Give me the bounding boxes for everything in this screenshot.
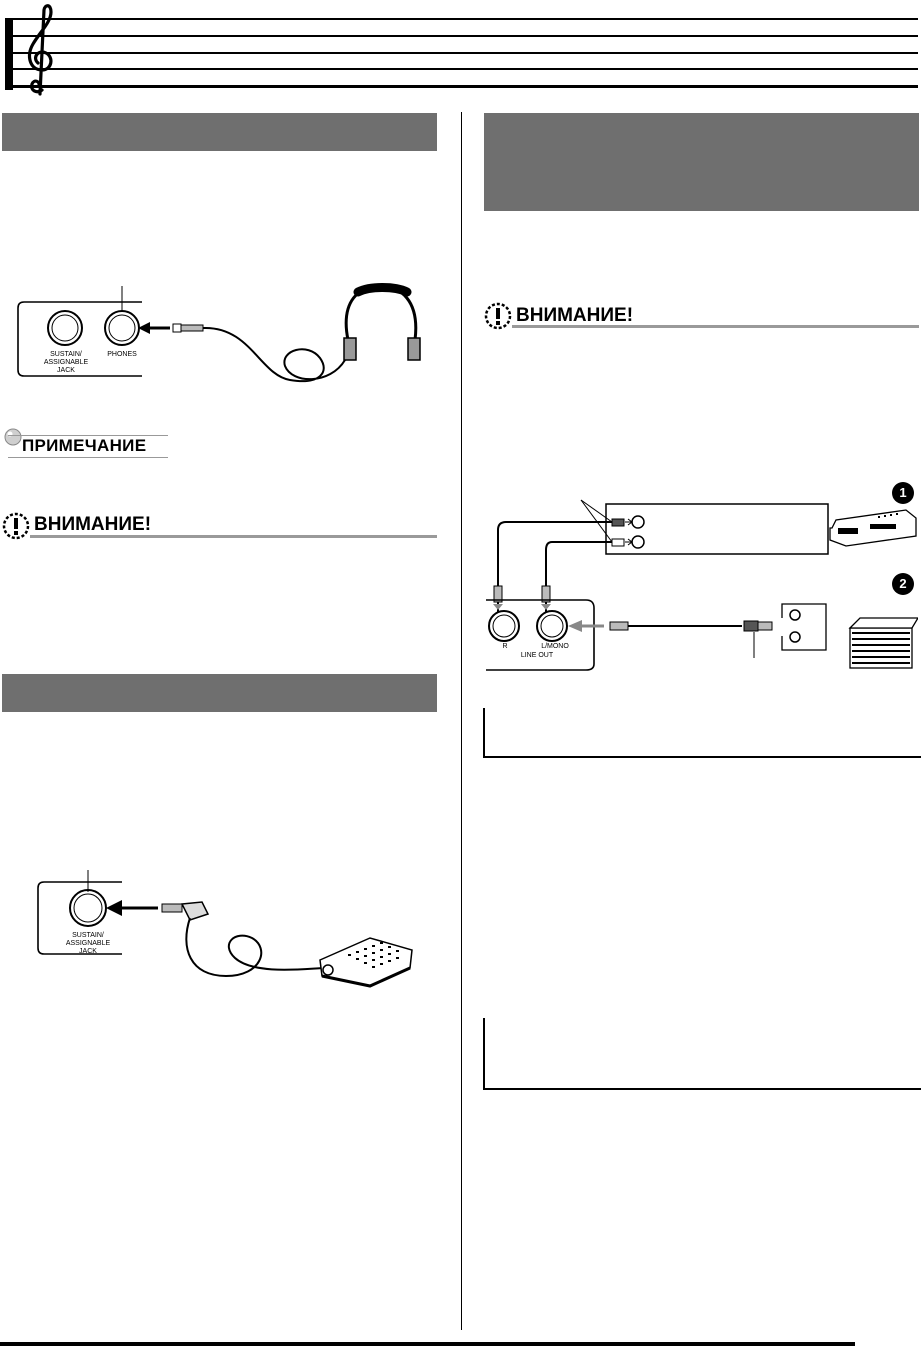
section-bar-sustain — [2, 674, 437, 712]
warning-exclamation-icon — [2, 512, 30, 540]
section-bar-line-out — [484, 113, 919, 211]
section-bar-phones — [2, 113, 437, 151]
sustain-pedal-figure — [37, 870, 413, 988]
header-black-block — [5, 18, 13, 90]
warning-rule — [512, 325, 919, 328]
subheading-box-2 — [483, 1018, 921, 1090]
headphones-connection-figure — [17, 283, 421, 383]
treble-clef-icon — [28, 4, 53, 96]
line-out-connection-figure — [486, 482, 918, 671]
warning-exclamation-icon — [484, 302, 512, 330]
jack-label-phones: PHONES — [107, 351, 137, 358]
line-out-label-r: R — [502, 643, 508, 650]
staff-line — [13, 68, 918, 70]
line-out-label-lmono: L/MONO — [541, 643, 569, 650]
note-label: ПРИМЕЧАНИЕ — [22, 436, 147, 455]
line-out-label: LINE OUT — [520, 652, 554, 659]
staff-line — [13, 85, 918, 88]
staff-line — [13, 52, 918, 54]
warning-rule — [30, 535, 437, 538]
column-divider — [461, 112, 462, 1330]
badge-2: 2 — [899, 576, 907, 591]
badge-1: 1 — [899, 485, 907, 500]
jack-label-sustain-2: SUSTAIN/ ASSIGNABLE JACK — [65, 932, 111, 955]
staff-line — [13, 18, 918, 20]
staff-line — [13, 35, 918, 37]
footer-rule — [0, 1342, 855, 1346]
jack-label-sustain: SUSTAIN/ ASSIGNABLE JACK — [43, 351, 89, 374]
warning-label: ВНИМАНИЕ! — [34, 514, 152, 535]
note-label-box — [8, 435, 168, 458]
subheading-box-1 — [483, 708, 921, 758]
warning-label: ВНИМАНИЕ! — [516, 305, 634, 326]
